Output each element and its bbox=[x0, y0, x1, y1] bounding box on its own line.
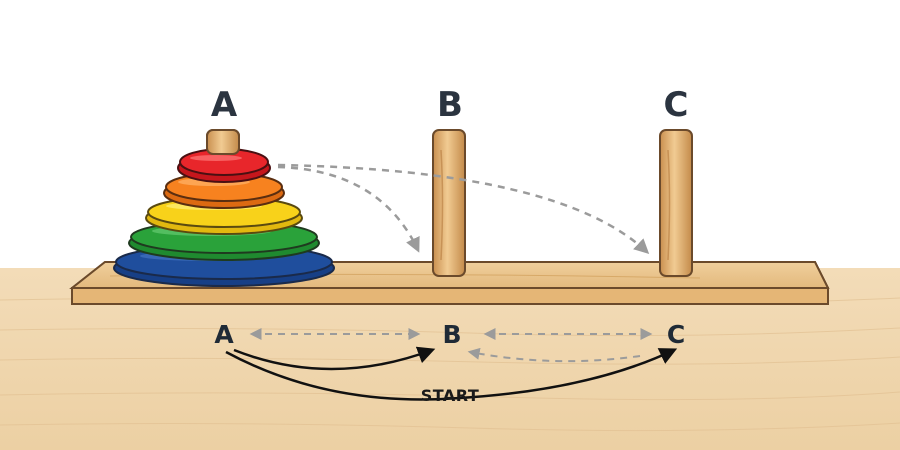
peg-b[interactable] bbox=[432, 129, 466, 277]
route-label-a: A bbox=[214, 320, 234, 349]
peg-label-c: C bbox=[663, 85, 689, 125]
disk-orange[interactable] bbox=[163, 172, 285, 209]
move-arrow-a-to-c bbox=[277, 163, 650, 255]
disk-stack-a bbox=[113, 129, 335, 287]
route-arrow-a-to-b-solid bbox=[233, 346, 436, 371]
peg-label-b: B bbox=[437, 85, 463, 125]
peg-a-tip bbox=[206, 129, 240, 155]
start-label: START bbox=[420, 386, 480, 405]
peg-label-a: A bbox=[210, 85, 238, 125]
route-label-b: B bbox=[442, 320, 462, 349]
peg-c[interactable] bbox=[659, 129, 693, 277]
route-arrow-a-to-c-solid bbox=[225, 348, 678, 401]
route-label-c: C bbox=[666, 320, 686, 349]
disk-red[interactable] bbox=[177, 148, 271, 183]
